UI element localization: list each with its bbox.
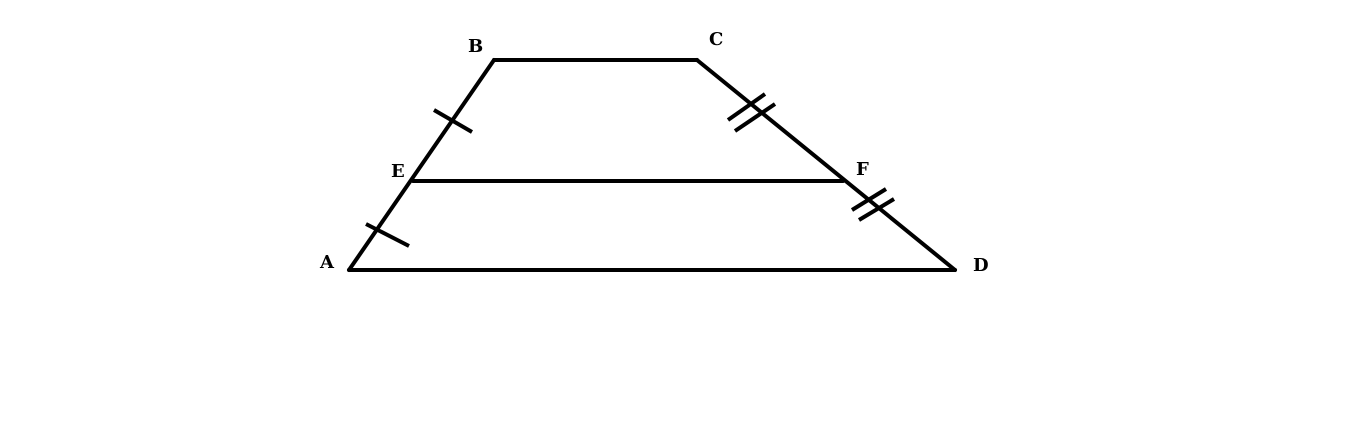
vertex-label-c: C: [709, 29, 723, 50]
tick-mark-be: [432, 108, 474, 134]
vertex-label-f: F: [856, 159, 869, 180]
tick-mark-ae: [365, 222, 410, 248]
vertex-label-d: D: [973, 255, 989, 276]
vertex-label-e: E: [391, 161, 405, 182]
vertex-label-a: A: [319, 252, 335, 273]
double-tick-mark-fd-2: [857, 197, 896, 222]
segment-ab: [347, 58, 496, 272]
double-tick-mark-fd-1: [850, 187, 888, 212]
segment-cd: [695, 58, 957, 272]
double-tick-mark-cf-1: [726, 92, 767, 122]
vertex-label-b: B: [468, 36, 483, 57]
double-tick-mark-cf-2: [733, 102, 777, 133]
